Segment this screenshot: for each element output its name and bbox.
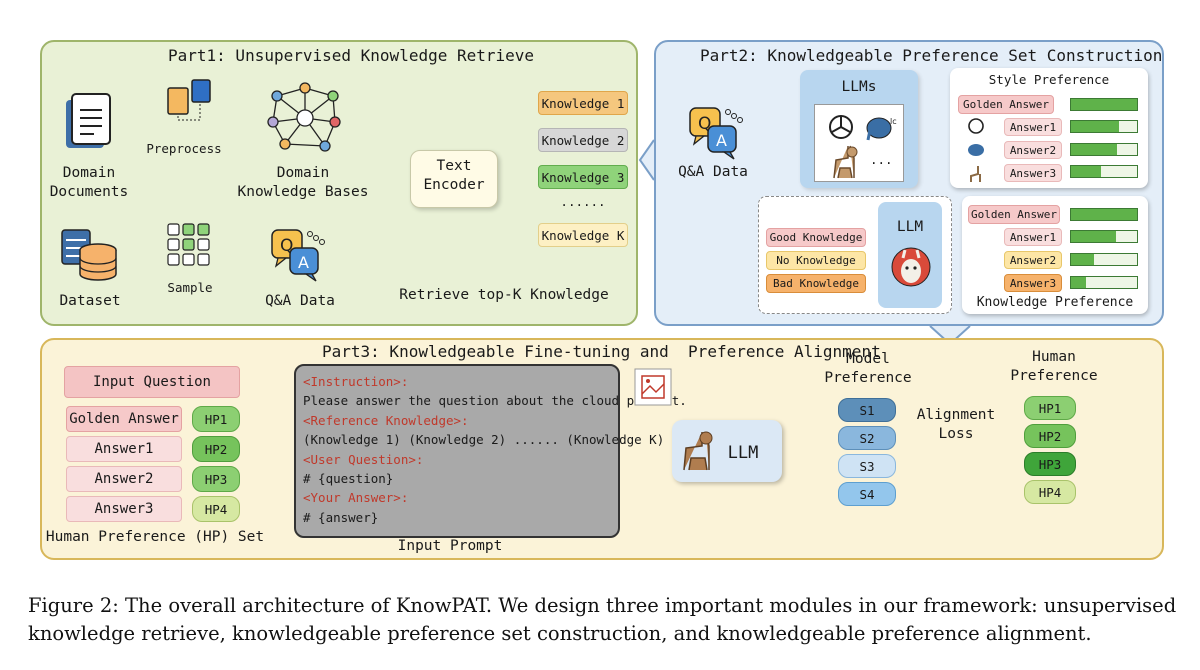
domain-documents-label: Domain Documents bbox=[49, 165, 129, 200]
sample-grid-icon bbox=[167, 223, 210, 266]
qa-chat-icon: Q A bbox=[271, 229, 325, 282]
human-hp-tag: HP3 bbox=[1024, 452, 1076, 476]
human-hp-tag: HP4 bbox=[1024, 480, 1076, 504]
part2-notch-left bbox=[638, 139, 655, 181]
more-llms-ellipsis: ... bbox=[870, 152, 893, 167]
part1-title: Part1: Unsupervised Knowledge Retrieve bbox=[168, 46, 535, 65]
elephant-model-icon: lc bbox=[866, 117, 897, 141]
preprocess-icon bbox=[167, 79, 211, 121]
svg-text:A: A bbox=[298, 253, 309, 272]
know-answer-tag: Answer3 bbox=[1004, 274, 1062, 292]
prompt-reference-tag: <Reference Knowledge>: bbox=[303, 412, 469, 428]
llms-label: LLMs bbox=[841, 79, 877, 95]
style-golden-answer: Golden Answer bbox=[958, 95, 1054, 114]
style-bar bbox=[1070, 120, 1138, 133]
hp-answer-tag: Golden Answer bbox=[66, 406, 182, 432]
style-answer-tag: Answer3 bbox=[1004, 164, 1062, 182]
human-preference-label: Human Preference bbox=[1010, 349, 1098, 384]
llama-icon bbox=[970, 166, 981, 182]
llama-icon bbox=[833, 145, 858, 179]
know-bar bbox=[1070, 276, 1138, 289]
text-encoder-box bbox=[410, 150, 498, 208]
prompt-question: # {question} bbox=[303, 470, 394, 486]
documents-icon bbox=[66, 93, 111, 148]
llama-avatar-icon bbox=[891, 247, 931, 287]
input-prompt-label: Input Prompt bbox=[397, 538, 503, 554]
style-bar bbox=[1070, 165, 1138, 178]
prompt-question-tag: <User Question>: bbox=[303, 451, 424, 467]
style-model-icons bbox=[968, 118, 984, 182]
model-score-tag: S3 bbox=[838, 454, 896, 478]
hp-set-label: Human Preference (HP) Set bbox=[45, 529, 265, 545]
preprocess-label: Preprocess bbox=[146, 141, 222, 156]
knowledge-tag: Knowledge K bbox=[538, 223, 628, 247]
dataset-label: Dataset bbox=[59, 293, 121, 309]
qa-chat-icon: Q A bbox=[689, 107, 743, 160]
llama-icon bbox=[683, 431, 713, 471]
know-answer-tag: Answer1 bbox=[1004, 228, 1062, 246]
know-bar bbox=[1070, 230, 1138, 243]
domain-kb-label: Domain Knowledge Bases bbox=[237, 165, 369, 200]
hp-score-tag: HP2 bbox=[192, 436, 240, 462]
part2-title: Part2: Knowledgeable Preference Set Cons… bbox=[700, 46, 1163, 65]
hp-score-tag: HP1 bbox=[192, 406, 240, 432]
style-answer-tag: Answer1 bbox=[1004, 118, 1062, 136]
style-answer-tag: Answer2 bbox=[1004, 141, 1062, 159]
prompt-instruction-tag: <Instruction>: bbox=[303, 374, 409, 389]
knowledge-ellipsis: ...... bbox=[560, 194, 606, 209]
know-bar bbox=[1070, 208, 1138, 221]
llms-logos-panel bbox=[814, 104, 904, 182]
model-score-tag: S1 bbox=[838, 398, 896, 422]
hp-score-tag: HP3 bbox=[192, 466, 240, 492]
openai-icon bbox=[829, 115, 853, 139]
finetune-llm-label: LLM bbox=[727, 443, 759, 463]
hp-score-tag: HP4 bbox=[192, 496, 240, 522]
elephant-model-icon bbox=[968, 144, 984, 156]
knowledge-graph-icon bbox=[267, 82, 341, 152]
svg-text:A: A bbox=[716, 131, 727, 150]
knowledge-tag: Knowledge 1 bbox=[538, 91, 628, 115]
prompt-instruction: Please answer the question about the clo… bbox=[303, 393, 687, 409]
hp-answer-tag: Answer3 bbox=[66, 496, 182, 522]
part2-qa-data-label: Q&A Data bbox=[678, 164, 748, 180]
prompt-answer: # {answer} bbox=[303, 509, 379, 525]
knowledge-llm-label: LLM bbox=[896, 219, 924, 235]
human-hp-tag: HP2 bbox=[1024, 424, 1076, 448]
prompt-text: <Instruction>: Please answer the questio… bbox=[303, 372, 687, 527]
prompt-reference: (Knowledge 1) (Knowledge 2) ...... (Know… bbox=[303, 432, 665, 448]
prompt-answer-tag: <Your Answer>: bbox=[303, 490, 409, 506]
know-bar bbox=[1070, 253, 1138, 266]
dataset-icon bbox=[61, 229, 117, 281]
knowledge-tag: Knowledge 2 bbox=[538, 128, 628, 152]
model-score-tag: S4 bbox=[838, 482, 896, 506]
human-hp-tag: HP1 bbox=[1024, 396, 1076, 420]
style-bar bbox=[1070, 143, 1138, 156]
model-score-tag: S2 bbox=[838, 426, 896, 450]
good-knowledge-tag: Good Knowledge bbox=[766, 228, 866, 247]
model-preference-label: Model Preference bbox=[824, 351, 912, 386]
openai-icon bbox=[968, 118, 984, 134]
know-golden-answer: Golden Answer bbox=[968, 205, 1060, 224]
input-prompt-box bbox=[294, 364, 620, 538]
hp-answer-tag: Answer1 bbox=[66, 436, 182, 462]
part3-title: Part3: Knowledgeable Fine-tuning and Pre… bbox=[322, 342, 881, 361]
alignment-loss-label: Alignment Loss bbox=[916, 407, 996, 442]
knowledge-tag: Knowledge 3 bbox=[538, 165, 628, 189]
style-bar bbox=[1070, 98, 1138, 111]
no-knowledge-tag: No Knowledge bbox=[766, 251, 866, 270]
text-encoder-label: Text Encoder bbox=[423, 158, 485, 193]
input-question-tag: Input Question bbox=[64, 366, 240, 398]
figure-caption: Figure 2: The overall architecture of Kn… bbox=[28, 594, 1177, 646]
image-placeholder-icon bbox=[634, 368, 672, 406]
know-answer-tag: Answer2 bbox=[1004, 251, 1062, 269]
hp-answer-tag: Answer2 bbox=[66, 466, 182, 492]
knowledge-preference-title: Knowledge Preference bbox=[976, 295, 1134, 310]
sample-label: Sample bbox=[167, 280, 213, 295]
retrieve-topk-label: Retrieve top-K Knowledge bbox=[399, 287, 609, 303]
bad-knowledge-tag: Bad Knowledge bbox=[766, 274, 866, 293]
part1-qa-data-label: Q&A Data bbox=[265, 293, 335, 309]
svg-text:lc: lc bbox=[890, 117, 897, 126]
style-preference-title: Style Preference bbox=[988, 72, 1110, 87]
